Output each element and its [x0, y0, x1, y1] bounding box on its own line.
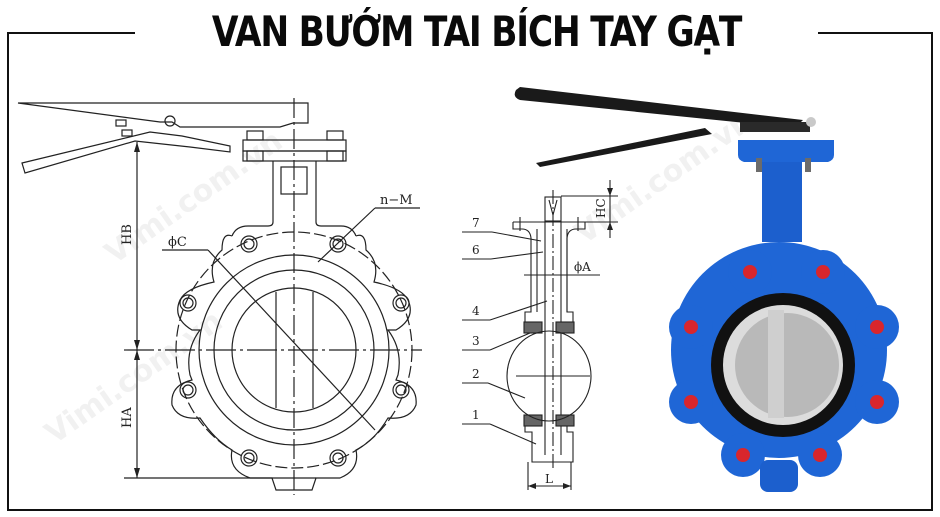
page-title: VAN BƯỚM TAI BÍCH TAY GẠT: [211, 7, 743, 56]
bolt-holes: [684, 265, 884, 462]
shaft-diameter-label: ϕA: [574, 260, 591, 274]
part-number-3: 3: [472, 334, 480, 348]
frame-top-line-left: [7, 32, 135, 34]
part-number-6: 6: [472, 243, 480, 257]
height-a-label: HA: [120, 407, 135, 428]
frame-top-line-right: [818, 32, 933, 34]
diagram-frame: [7, 33, 933, 511]
height-c-label: HC: [594, 198, 608, 218]
bolt-circle-label: ϕC: [168, 235, 187, 250]
butterfly-disc: [735, 313, 839, 417]
height-b-label: HB: [120, 224, 135, 245]
part-number-2: 2: [472, 367, 480, 381]
length-label: L: [545, 472, 553, 486]
part-number-4: 4: [472, 304, 480, 318]
lever-handle: [514, 87, 816, 167]
bolt-spec-label: n−M: [380, 193, 413, 208]
part-number-1: 1: [472, 408, 480, 422]
part-number-7: 7: [472, 216, 480, 230]
